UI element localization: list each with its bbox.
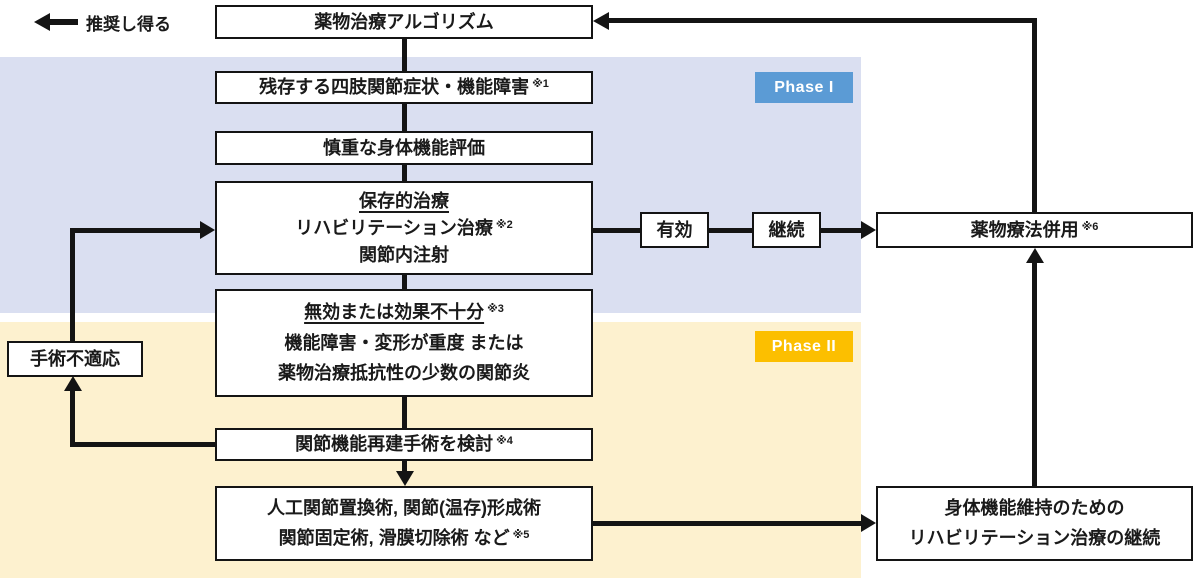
- node-text: 関節機能再建手術を検討※4: [295, 433, 513, 456]
- node-careful-function-evaluation: 慎重な身体機能評価: [215, 131, 593, 165]
- node-text: 関節固定術, 滑膜切除術 など※5: [279, 527, 530, 550]
- node-label: 関節固定術, 滑膜切除術 など: [278, 528, 510, 549]
- node-text: 継続: [769, 219, 805, 242]
- node-ineffective-or-insufficient: 無効または効果不十分※3 機能障害・変形が重度 または 薬物治療抵抗性の少数の関…: [215, 289, 593, 397]
- node-label: 薬物治療アルゴリズム: [314, 11, 494, 32]
- footnote-marker-1: ※1: [532, 78, 549, 91]
- footnote-marker-5: ※5: [512, 529, 530, 542]
- node-conservative-treatment: 保存的治療 リハビリテーション治療※2 関節内注射: [215, 181, 593, 275]
- node-drug-treatment-algorithm: 薬物治療アルゴリズム: [215, 5, 593, 39]
- node-label: 薬物治療抵抗性の少数の関節炎: [278, 363, 530, 384]
- node-continue: 継続: [752, 212, 821, 248]
- node-text: 関節内注射: [359, 244, 449, 267]
- node-text: 身体機能維持のための: [945, 497, 1125, 520]
- node-residual-symptoms: 残存する四肢関節症状・機能障害※1: [215, 71, 593, 104]
- line-consider-to-notindicated: [70, 442, 217, 447]
- node-label: 身体機能維持のための: [944, 498, 1125, 519]
- node-label: リハビリテーション治療: [295, 217, 493, 238]
- node-rehab-continuation: 身体機能維持のための リハビリテーション治療の継続: [876, 486, 1193, 561]
- line-drug-loop-horizontal: [605, 18, 1035, 23]
- line-notindicated-to-conservative: [70, 228, 202, 233]
- arrowhead-into-surgery-options: [396, 471, 414, 486]
- node-text: 薬物治療抵抗性の少数の関節炎: [278, 362, 530, 385]
- node-text: 無効または効果不十分※3: [304, 301, 504, 324]
- node-label: 慎重な身体機能評価: [323, 137, 485, 158]
- line-continue-to-drug: [821, 228, 863, 233]
- node-label: 機能障害・変形が重度 または: [284, 332, 524, 353]
- footnote-marker-3: ※3: [487, 303, 504, 316]
- node-text: 慎重な身体機能評価: [323, 137, 485, 160]
- line-surgery-to-rehab: [593, 521, 863, 526]
- arrowhead-into-drug-bottom: [1026, 248, 1044, 263]
- line-up-to-notindicated: [70, 390, 75, 447]
- node-label: 関節内注射: [359, 244, 449, 265]
- footnote-marker-6: ※6: [1081, 220, 1099, 233]
- line-evaluation-to-conservative: [402, 165, 407, 181]
- node-label: 保存的治療: [359, 190, 449, 211]
- line-ineffective-to-consider: [402, 397, 407, 428]
- node-text: 残存する四肢関節症状・機能障害※1: [259, 76, 549, 99]
- node-surgery-not-indicated: 手術不適応: [7, 341, 143, 377]
- node-text: 有効: [657, 219, 693, 242]
- node-label: 関節機能再建手術を検討: [295, 434, 494, 455]
- arrowhead-into-conservative: [200, 221, 215, 239]
- node-label: リハビリテーション治療の継続: [908, 528, 1161, 549]
- node-label: 手術不適応: [30, 348, 120, 369]
- line-algorithm-to-residual: [402, 39, 407, 71]
- arrowhead-into-rehab: [861, 514, 876, 532]
- node-label: 無効または効果不十分: [304, 302, 485, 323]
- line-effective-to-continue: [709, 228, 752, 233]
- legend-label: 推奨し得る: [86, 15, 171, 34]
- line-conservative-to-ineffective: [402, 275, 407, 289]
- node-text: 手術不適応: [30, 348, 120, 371]
- line-drug-loop-vertical: [1032, 18, 1037, 213]
- node-label: 人工関節置換術, 関節(温存)形成術: [267, 498, 541, 519]
- arrowhead-into-drug-combination: [861, 221, 876, 239]
- node-text: 薬物治療アルゴリズム: [314, 11, 493, 34]
- legend-left-arrow-icon: [34, 13, 50, 31]
- node-label: 継続: [768, 219, 805, 240]
- arrowhead-into-notindicated: [64, 376, 82, 391]
- node-text: リハビリテーション治療※2: [295, 217, 512, 240]
- line-notindicated-up: [70, 230, 75, 342]
- footnote-marker-4: ※4: [496, 435, 513, 448]
- node-text: 人工関節置換術, 関節(温存)形成術: [267, 497, 541, 520]
- line-residual-to-evaluation: [402, 104, 407, 131]
- legend-arrow-shaft: [48, 19, 78, 25]
- node-label: 薬物療法併用: [970, 219, 1079, 240]
- node-drug-therapy-combination: 薬物療法併用※6: [876, 212, 1193, 248]
- footnote-marker-2: ※2: [495, 218, 513, 231]
- line-consider-to-surgery: [402, 461, 407, 475]
- phase2-badge: Phase II: [755, 331, 853, 362]
- node-effective: 有効: [640, 212, 709, 248]
- line-conservative-to-effective: [593, 228, 640, 233]
- node-label: 有効: [656, 219, 693, 240]
- node-consider-reconstruction-surgery: 関節機能再建手術を検討※4: [215, 428, 593, 461]
- node-text: 保存的治療: [359, 190, 449, 213]
- arrowhead-into-algorithm: [593, 12, 609, 30]
- line-rehab-to-drug: [1032, 261, 1037, 487]
- node-surgery-options: 人工関節置換術, 関節(温存)形成術 関節固定術, 滑膜切除術 など※5: [215, 486, 593, 561]
- node-text: 薬物療法併用※6: [971, 219, 1099, 242]
- phase1-badge: Phase I: [755, 72, 853, 103]
- node-label: 残存する四肢関節症状・機能障害: [259, 77, 530, 98]
- node-text: リハビリテーション治療の継続: [909, 527, 1161, 550]
- node-text: 機能障害・変形が重度 または: [285, 332, 524, 355]
